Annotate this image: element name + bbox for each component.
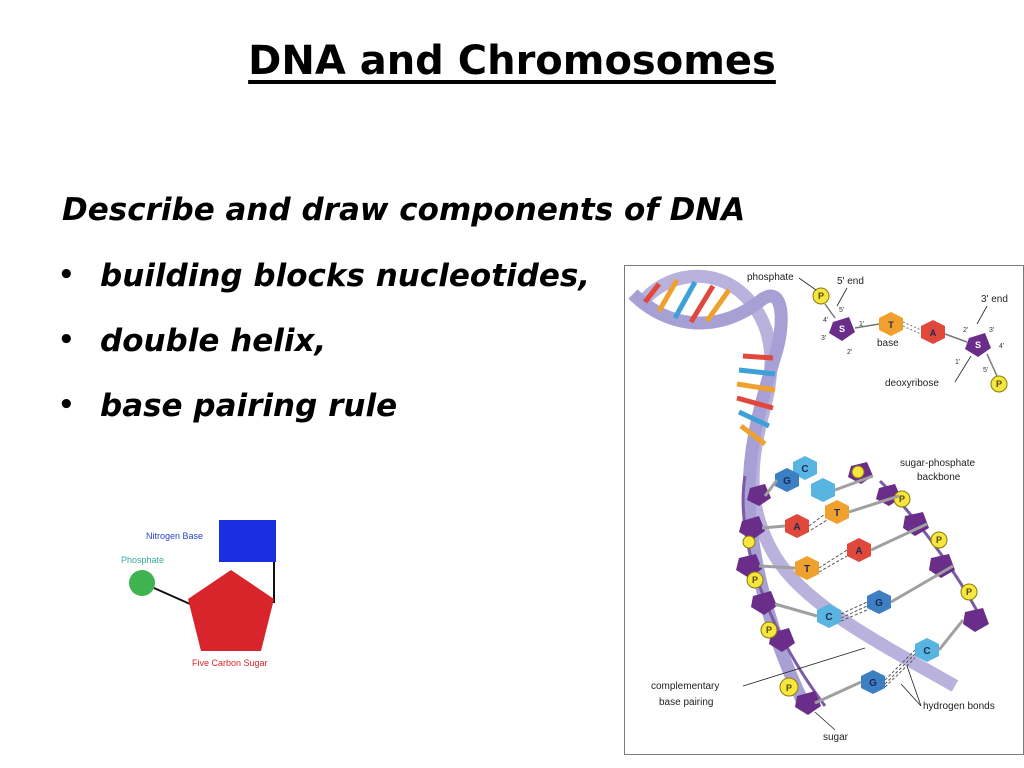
sugar-label: Five Carbon Sugar [192,658,268,668]
hydrogen-bond-dashes [808,513,916,688]
svg-text:A: A [793,522,800,533]
bullet-icon: • [58,390,75,420]
bullet-item: • building blocks nucleotides, [58,258,590,323]
helix-rungs [643,278,776,446]
svg-text:3': 3' [989,327,994,334]
label-sugar-phosphate: sugar-phosphate [900,458,975,469]
svg-text:2': 2' [963,327,968,334]
svg-text:G: G [875,598,883,609]
svg-text:C: C [801,464,808,475]
svg-text:S: S [839,324,845,334]
svg-text:3': 3' [821,335,826,342]
svg-text:4': 4' [823,317,828,324]
svg-text:P: P [899,494,905,504]
sugar-pentagon [188,570,274,651]
bullet-list: • building blocks nucleotides, • double … [58,258,590,453]
svg-text:P: P [786,683,792,693]
slide-title: DNA and Chromosomes [248,38,776,84]
inset-nucleotide-pair: P S T A S P 5' 4' 3' 1' 2' 2' 3' 1' [812,287,1008,393]
svg-text:4': 4' [999,343,1004,350]
svg-text:2': 2' [847,349,852,356]
nitrogen-base-square [219,520,276,562]
label-backbone: backbone [917,472,961,483]
phosphate-letters: P P P P P P [752,494,972,693]
base-letters: C G A T T A C G G C [783,464,931,689]
svg-text:1': 1' [955,359,960,366]
svg-text:A: A [930,328,937,338]
svg-text:1': 1' [859,321,864,328]
svg-text:G: G [869,678,877,689]
svg-text:P: P [818,291,824,301]
phosphate-label: Phosphate [121,555,164,565]
bullet-text: double helix, [100,323,327,359]
figure-labels: phosphate 5' end 3' end base deoxyribose… [651,272,1008,743]
slide-subtitle: Describe and draw components of DNA [62,192,746,228]
svg-text:C: C [825,612,832,623]
bullet-icon: • [58,260,75,290]
label-complementary: complementary [651,681,719,692]
svg-text:T: T [804,564,810,575]
bullet-item: • double helix, [58,323,590,388]
svg-text:A: A [855,546,862,557]
label-3prime-end: 3' end [981,294,1008,305]
base-pairs [775,456,939,694]
bullet-item: • base pairing rule [58,388,590,453]
bullet-text: base pairing rule [100,388,398,424]
label-hydrogen-bonds: hydrogen bonds [923,701,995,712]
svg-text:G: G [783,476,791,487]
svg-text:P: P [766,625,772,635]
dna-figure: P P P P P P [624,265,1024,755]
label-deoxyribose: deoxyribose [885,378,939,389]
svg-text:T: T [888,320,894,330]
label-sugar: sugar [823,732,849,743]
label-base: base [877,338,899,349]
nitrogen-base-label: Nitrogen Base [146,531,203,541]
phosphate-circle [129,570,155,596]
phosphate-bond-line [153,587,191,605]
bullet-icon: • [58,325,75,355]
phosphate-circles [742,465,978,697]
bullet-text: building blocks nucleotides, [100,258,591,294]
svg-text:5': 5' [839,307,844,314]
svg-text:C: C [923,646,930,657]
svg-text:S: S [975,340,981,350]
label-base-pairing: base pairing [659,697,713,708]
left-sugar-strand [736,484,821,715]
svg-text:P: P [936,535,942,545]
svg-text:5': 5' [983,367,988,374]
svg-text:T: T [834,508,840,519]
dna-helix-svg: P P P P P P [628,269,1008,743]
label-phosphate: phosphate [747,272,794,283]
nucleotide-diagram: Nitrogen Base Phosphate Five Carbon Suga… [121,520,276,668]
svg-text:P: P [966,587,972,597]
svg-text:P: P [996,379,1002,389]
label-5prime-end: 5' end [837,276,864,287]
svg-text:P: P [752,575,758,585]
